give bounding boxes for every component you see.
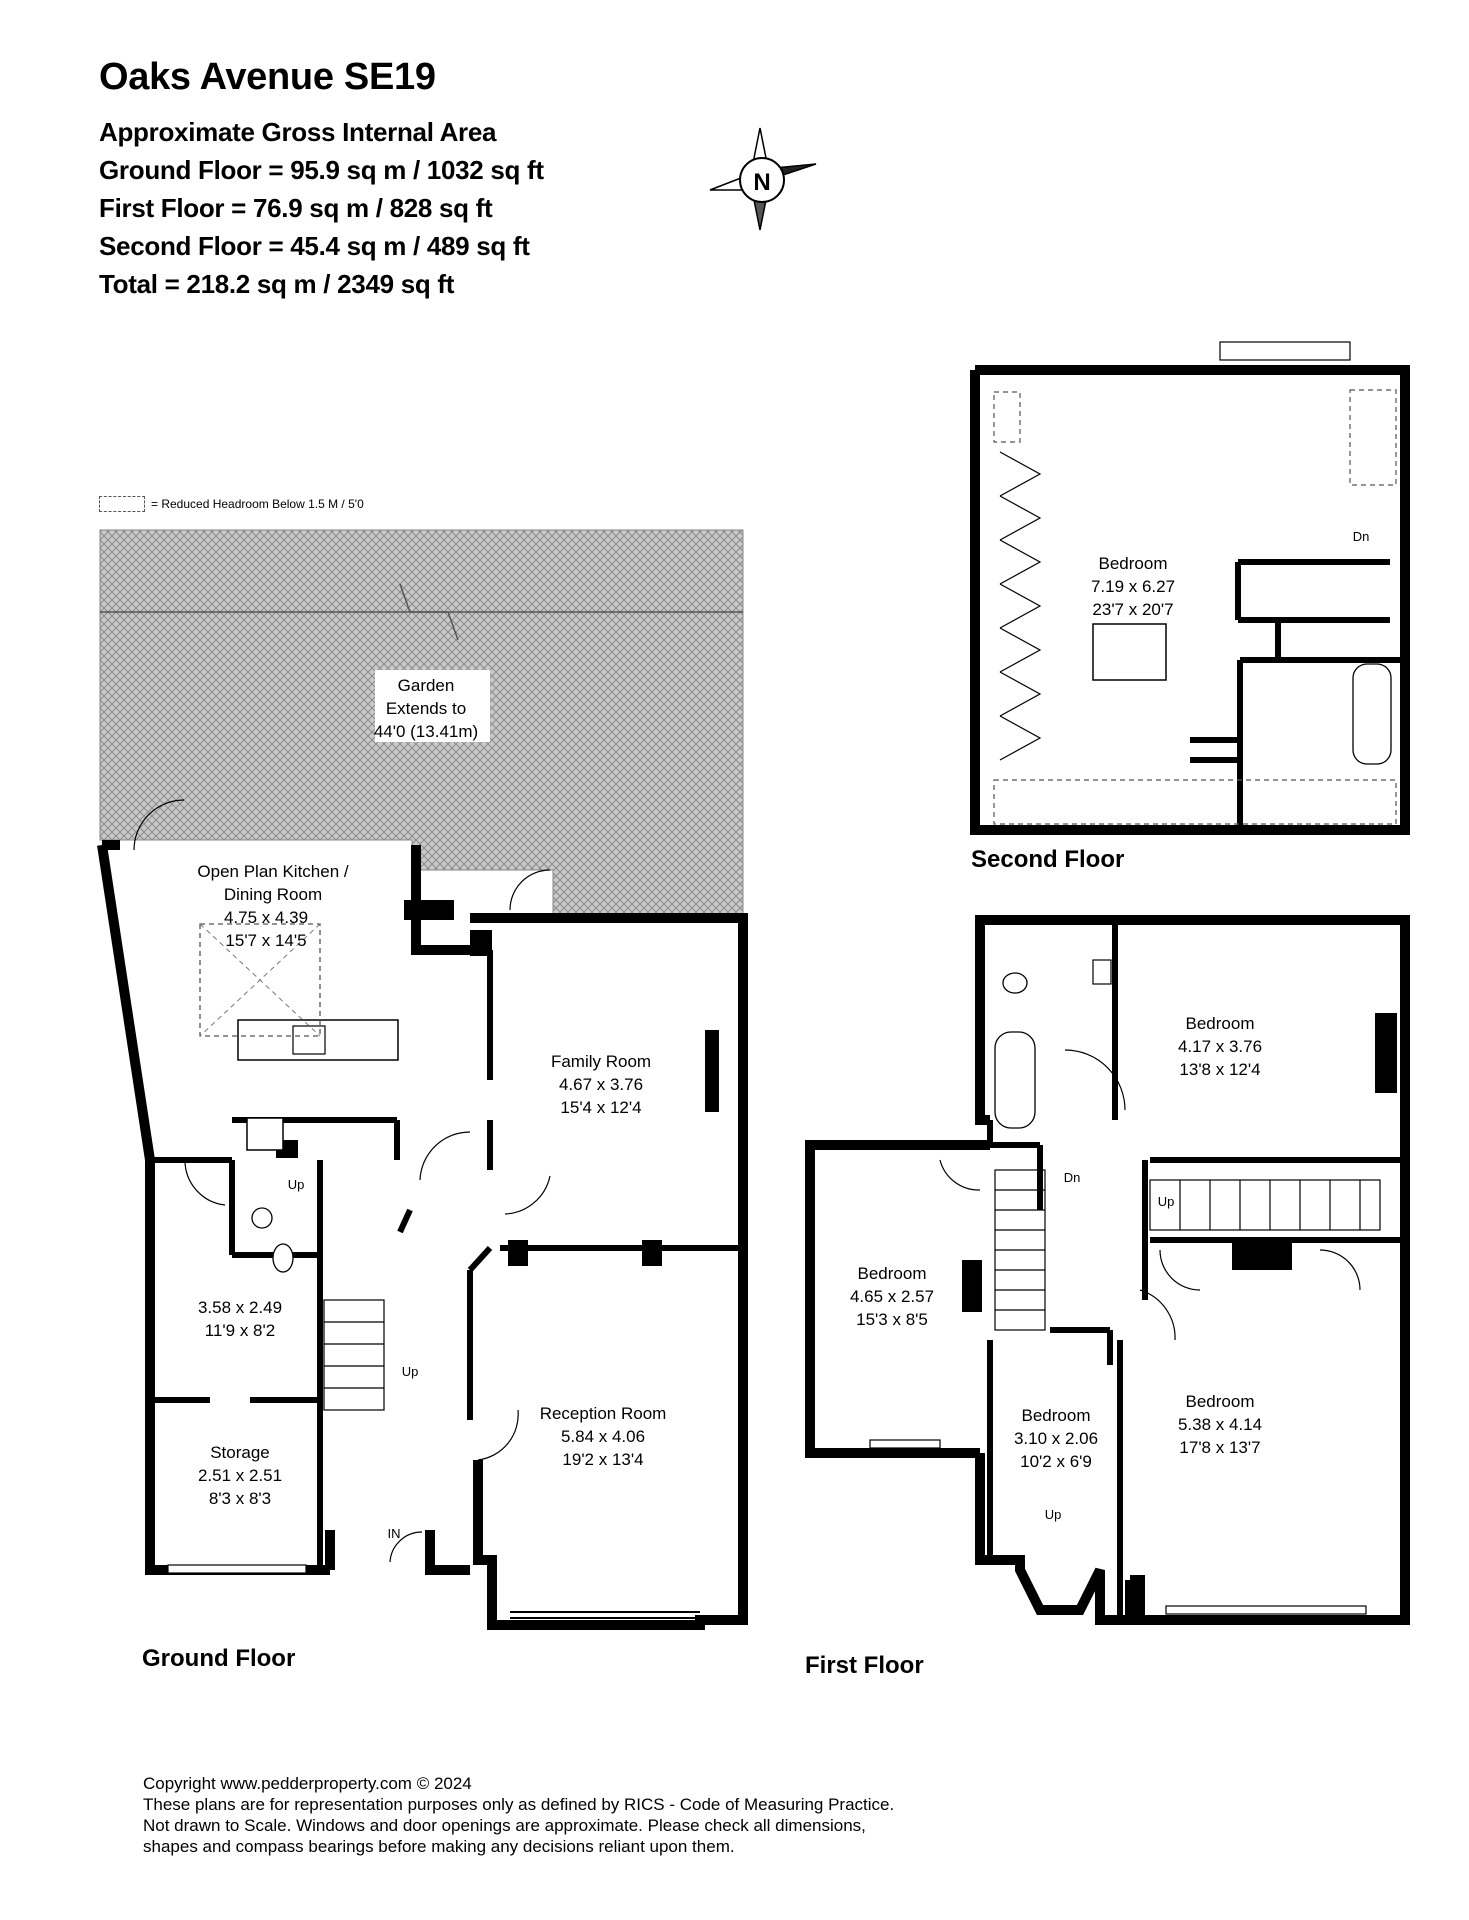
family-room-metric: 4.67 x 3.76: [559, 1075, 643, 1094]
ground-up-label-2: Up: [402, 1364, 419, 1379]
headroom-legend: = Reduced Headroom Below 1.5 M / 5'0: [99, 496, 364, 512]
first-bedroom-front-right-label: Bedroom: [1186, 1392, 1255, 1411]
ground-floor-plan: Garden Extends to 44'0 (13.41m) Open Pla…: [97, 529, 748, 1630]
second-bedroom-label: Bedroom: [1099, 554, 1168, 573]
first-bedroom-rear-right-metric: 4.17 x 3.76: [1178, 1037, 1262, 1056]
first-bedroom-small-metric: 3.10 x 2.06: [1014, 1429, 1098, 1448]
legend-swatch: [99, 496, 145, 512]
garden-label: Garden: [398, 676, 455, 695]
garden-line2: Extends to: [386, 699, 466, 718]
area-total: Total = 218.2 sq m / 2349 sq ft: [99, 269, 455, 299]
storage-label: Storage: [210, 1443, 270, 1462]
second-dn-label: Dn: [1353, 529, 1370, 544]
ground-floor-label: Ground Floor: [142, 1645, 296, 1672]
kitchen-imperial: 15'7 x 14'5: [225, 931, 306, 950]
first-bedroom-rear-right-label: Bedroom: [1186, 1014, 1255, 1033]
first-bedroom-front-right-metric: 5.38 x 4.14: [1178, 1415, 1262, 1434]
second-bedroom-metric: 7.19 x 6.27: [1091, 577, 1175, 596]
footer-disclaimer: Copyright www.pedderproperty.com © 2024 …: [143, 1773, 894, 1857]
area-ground-floor: Ground Floor = 95.9 sq m / 1032 sq ft: [99, 155, 544, 185]
storage-metric: 2.51 x 2.51: [198, 1466, 282, 1485]
disclaimer-line-2: Not drawn to Scale. Windows and door ope…: [143, 1816, 866, 1835]
second-floor-label: Second Floor: [971, 846, 1125, 873]
first-up-label: Up: [1158, 1194, 1175, 1209]
page-title: Oaks Avenue SE19: [99, 56, 436, 98]
reception-room-label: Reception Room: [540, 1404, 667, 1423]
legend-text: = Reduced Headroom Below 1.5 M / 5'0: [151, 497, 364, 511]
ground-up-label-1: Up: [288, 1177, 305, 1192]
reception-room-metric: 5.84 x 4.06: [561, 1427, 645, 1446]
utility-imperial: 11'9 x 8'2: [205, 1321, 275, 1340]
second-bedroom-imperial: 23'7 x 20'7: [1092, 600, 1173, 619]
family-room-imperial: 15'4 x 12'4: [560, 1098, 641, 1117]
compass-letter: N: [753, 169, 770, 196]
first-bedroom-rear-right-imperial: 13'8 x 12'4: [1179, 1060, 1260, 1079]
copyright-line: Copyright www.pedderproperty.com © 2024: [143, 1774, 472, 1793]
first-floor-plan: Bedroom 4.17 x 3.76 13'8 x 12'4 Bedroom …: [805, 915, 1410, 1625]
second-floor-plan: Bedroom 7.19 x 6.27 23'7 x 20'7 Dn: [970, 341, 1410, 835]
first-bedroom-front-right-imperial: 17'8 x 13'7: [1179, 1438, 1260, 1457]
family-room-label: Family Room: [551, 1052, 651, 1071]
garden-line3: 44'0 (13.41m): [374, 722, 478, 741]
north-arrow-icon: N: [709, 127, 817, 231]
kitchen-line2: Dining Room: [224, 885, 322, 904]
entrance-label: IN: [388, 1526, 401, 1541]
first-floor-label: First Floor: [805, 1652, 924, 1679]
disclaimer-line-3: shapes and compass bearings before makin…: [143, 1837, 735, 1856]
kitchen-label: Open Plan Kitchen /: [197, 862, 348, 881]
disclaimer-line-1: These plans are for representation purpo…: [143, 1795, 895, 1814]
storage-imperial: 8'3 x 8'3: [209, 1489, 271, 1508]
first-bedroom-left-label: Bedroom: [858, 1264, 927, 1283]
utility-metric: 3.58 x 2.49: [198, 1298, 282, 1317]
first-bedroom-left-imperial: 15'3 x 8'5: [856, 1310, 928, 1329]
area-second-floor: Second Floor = 45.4 sq m / 489 sq ft: [99, 231, 530, 261]
area-heading: Approximate Gross Internal Area: [99, 117, 497, 147]
first-bedroom-small-imperial: 10'2 x 6'9: [1020, 1452, 1092, 1471]
kitchen-metric: 4.75 x 4.39: [224, 908, 308, 927]
first-up-label-2: Up: [1045, 1507, 1062, 1522]
first-bedroom-small-label: Bedroom: [1022, 1406, 1091, 1425]
reception-room-imperial: 19'2 x 13'4: [562, 1450, 643, 1469]
area-first-floor: First Floor = 76.9 sq m / 828 sq ft: [99, 193, 493, 223]
first-dn-label: Dn: [1064, 1170, 1081, 1185]
first-bedroom-left-metric: 4.65 x 2.57: [850, 1287, 934, 1306]
